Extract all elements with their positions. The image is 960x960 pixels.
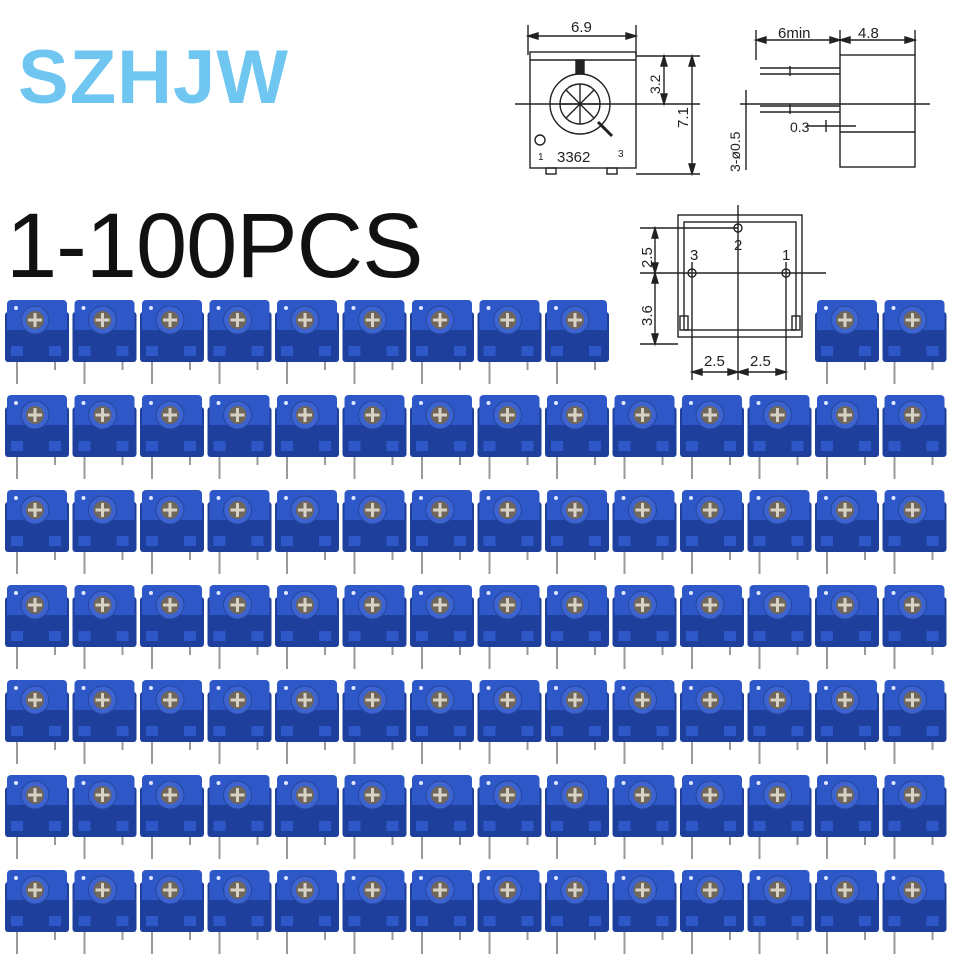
potentiometer <box>545 680 609 764</box>
potentiometer <box>680 490 744 574</box>
potentiometer <box>477 490 542 574</box>
potentiometer <box>747 870 812 954</box>
potentiometer <box>207 585 272 669</box>
potentiometer <box>5 775 69 859</box>
potentiometer <box>882 585 947 669</box>
potentiometer <box>612 395 677 479</box>
potentiometer <box>612 870 677 954</box>
potentiometer <box>410 680 474 764</box>
potentiometer <box>275 300 339 384</box>
potentiometer <box>207 300 272 384</box>
potentiometer <box>5 585 69 669</box>
potentiometer <box>477 680 542 764</box>
potentiometer <box>815 395 879 479</box>
potentiometer <box>207 680 272 764</box>
potentiometer <box>275 775 339 859</box>
potentiometer <box>680 585 744 669</box>
potentiometer <box>410 585 474 669</box>
potentiometer <box>882 395 947 479</box>
potentiometer <box>545 585 609 669</box>
potentiometer <box>5 300 69 384</box>
potentiometer <box>72 300 137 384</box>
potentiometer <box>140 490 204 574</box>
potentiometer <box>410 775 474 859</box>
potentiometer <box>72 680 137 764</box>
potentiometer <box>477 585 542 669</box>
potentiometer <box>747 775 812 859</box>
potentiometer <box>545 300 609 384</box>
potentiometer <box>815 680 879 764</box>
potentiometer <box>477 775 542 859</box>
potentiometer <box>342 870 407 954</box>
potentiometer <box>140 680 204 764</box>
potentiometer <box>275 395 339 479</box>
potentiometer <box>5 870 69 954</box>
potentiometer <box>612 585 677 669</box>
potentiometer <box>545 395 609 479</box>
potentiometer <box>140 395 204 479</box>
potentiometer <box>545 775 609 859</box>
potentiometer <box>747 395 812 479</box>
potentiometer <box>612 680 677 764</box>
potentiometer <box>207 395 272 479</box>
potentiometer <box>72 585 137 669</box>
potentiometer <box>5 680 69 764</box>
potentiometer <box>275 870 339 954</box>
potentiometer <box>680 775 744 859</box>
potentiometer <box>680 395 744 479</box>
potentiometer <box>545 490 609 574</box>
potentiometer <box>140 300 204 384</box>
potentiometer <box>5 395 69 479</box>
potentiometer <box>5 490 69 574</box>
potentiometer <box>342 585 407 669</box>
potentiometer <box>882 300 947 384</box>
potentiometer <box>815 775 879 859</box>
potentiometer <box>815 300 879 384</box>
potentiometer <box>207 490 272 574</box>
potentiometer <box>275 585 339 669</box>
potentiometer <box>410 870 474 954</box>
potentiometer <box>207 775 272 859</box>
potentiometer <box>72 490 137 574</box>
potentiometer <box>815 870 879 954</box>
potentiometer <box>680 870 744 954</box>
potentiometer <box>342 300 407 384</box>
potentiometer <box>410 395 474 479</box>
potentiometer <box>72 395 137 479</box>
potentiometer <box>342 395 407 479</box>
brand-logo: SZHJW <box>18 35 289 120</box>
potentiometer <box>612 490 677 574</box>
potentiometer <box>140 775 204 859</box>
potentiometer <box>140 870 204 954</box>
potentiometer <box>207 870 272 954</box>
potentiometer <box>747 490 812 574</box>
potentiometer <box>342 490 407 574</box>
potentiometer <box>72 870 137 954</box>
potentiometer <box>342 775 407 859</box>
potentiometer <box>747 680 812 764</box>
potentiometer <box>342 680 407 764</box>
potentiometer <box>815 490 879 574</box>
potentiometer <box>882 775 947 859</box>
potentiometer <box>275 680 339 764</box>
potentiometer <box>275 490 339 574</box>
potentiometer <box>815 585 879 669</box>
potentiometer <box>882 490 947 574</box>
potentiometer <box>680 680 744 764</box>
potentiometer <box>747 585 812 669</box>
potentiometer <box>477 870 542 954</box>
potentiometer <box>882 680 947 764</box>
potentiometer <box>72 775 137 859</box>
potentiometer <box>545 870 609 954</box>
potentiometer <box>410 300 474 384</box>
quantity-label: 1-100PCS <box>6 195 423 297</box>
potentiometer <box>477 300 542 384</box>
potentiometer <box>882 870 947 954</box>
potentiometer <box>140 585 204 669</box>
potentiometer <box>477 395 542 479</box>
potentiometer <box>612 775 677 859</box>
potentiometer <box>410 490 474 574</box>
